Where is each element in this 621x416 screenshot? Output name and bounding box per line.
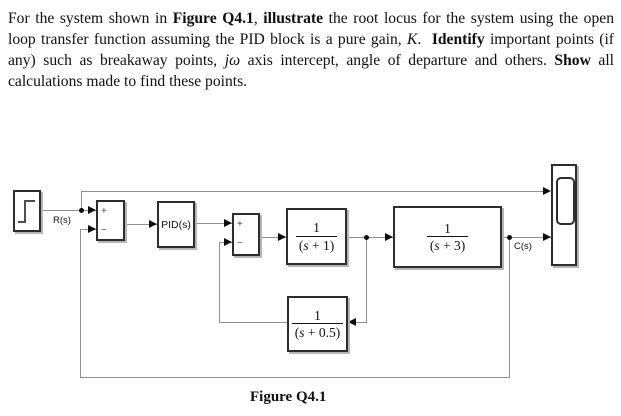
reference-signal-label: R(s) (53, 215, 71, 226)
wire-tf3-output (219, 322, 287, 323)
output-signal-label: C(s) (514, 241, 532, 252)
transfer-function-fraction: 1 (s + 0.5) (291, 307, 344, 340)
tf2-numerator: 1 (444, 220, 451, 236)
wire-tf2-output (502, 237, 551, 238)
wire-inner-feedback-down (366, 237, 367, 323)
sum1-plus-sign: + (101, 206, 107, 217)
arrowhead-scope-output-input (543, 233, 551, 241)
arrowhead-tf2-input (385, 233, 393, 241)
arrowhead-sum1-minus (88, 225, 96, 233)
transfer-function-block-s-plus-3: 1 (s + 3) (393, 206, 502, 268)
arrowhead-tf1-input (278, 233, 286, 241)
question-text: For the system shown in Figure Q4.1, ill… (8, 10, 614, 90)
wire-step-output (41, 210, 96, 211)
scope-screen-icon (556, 177, 575, 225)
figure-caption: Figure Q4.1 (250, 389, 327, 405)
junction-dot-inner-loop (364, 235, 369, 240)
junction-dot-output (507, 235, 512, 240)
sum1-minus-sign: − (101, 225, 107, 236)
step-source-block (13, 190, 41, 232)
wire-outer-feedback-up (80, 229, 81, 378)
scope-block (551, 164, 577, 266)
transfer-function-fraction: 1 (s + 3) (426, 220, 469, 253)
wire-pid-output (195, 223, 232, 224)
tf1-denominator: (s + 1) (295, 235, 338, 253)
transfer-function-block-s-plus-0-5: 1 (s + 0.5) (287, 296, 348, 352)
arrowhead-sum2-plus (224, 219, 232, 227)
transfer-function-block-s-plus-1: 1 (s + 1) (286, 208, 347, 265)
arrowhead-pid-input (149, 220, 157, 228)
tf2-denominator: (s + 3) (426, 236, 469, 253)
wire-sum2-output (260, 237, 286, 238)
pid-block-label: PID(s) (161, 218, 191, 231)
tf1-numerator: 1 (313, 220, 320, 236)
step-icon (18, 200, 35, 223)
wire-reference-to-scope (81, 191, 547, 192)
arrowhead-scope-reference-input (543, 187, 551, 195)
wire-inner-feedback-into-tf3 (348, 322, 366, 323)
wire-tf1-output (347, 237, 393, 238)
sum2-minus-sign: − (237, 238, 243, 249)
wire-outer-feedback-down (509, 237, 510, 378)
transfer-function-fraction: 1 (s + 1) (295, 220, 338, 253)
pid-block: PID(s) (157, 201, 195, 248)
wire-inner-feedback-up (219, 242, 220, 323)
wire-outer-feedback-bottom (80, 377, 510, 378)
arrowhead-sum2-minus (224, 238, 232, 246)
sum2-plus-sign: + (237, 219, 243, 230)
sum-block-outer: + − (96, 200, 125, 241)
wire-reference-branch (81, 191, 82, 211)
arrowhead-tf3-input (348, 318, 356, 326)
arrowhead-sum1-plus (88, 206, 96, 214)
tf3-numerator: 1 (314, 307, 321, 323)
sum-block-inner: + − (232, 213, 260, 256)
junction-dot-reference (79, 208, 84, 213)
tf3-denominator: (s + 0.5) (291, 323, 344, 340)
wire-sum1-output (125, 224, 157, 225)
